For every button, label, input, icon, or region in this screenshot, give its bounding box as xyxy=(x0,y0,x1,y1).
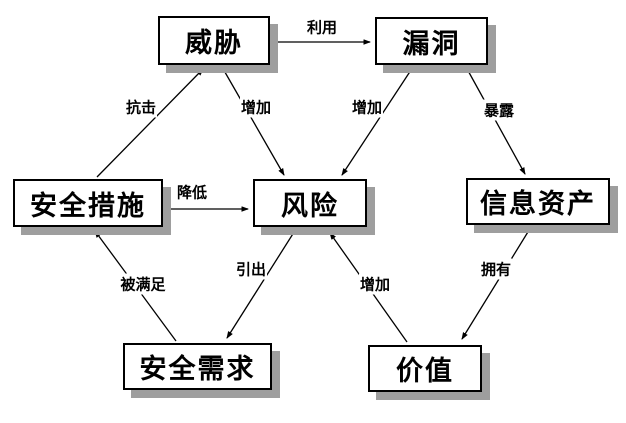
edge-information-assets-value-line xyxy=(461,226,532,340)
edge-risk-security-requirements-line xyxy=(226,228,297,339)
node-vulnerability: 漏洞 xyxy=(375,17,488,65)
node-security-requirements: 安全需求 xyxy=(123,343,272,390)
edge-label-expose: 暴露 xyxy=(482,99,516,121)
edge-label-reduce: 降低 xyxy=(175,181,209,203)
edge-label-exploit: 利用 xyxy=(305,16,339,38)
edge-label-derive: 引出 xyxy=(234,258,268,280)
edge-label-increase-value: 增加 xyxy=(358,273,392,295)
edge-vulnerability-risk-line xyxy=(341,66,414,176)
edge-label-increase-threat: 增加 xyxy=(239,96,273,118)
node-threat: 威胁 xyxy=(158,16,270,65)
edge-label-counter: 抗击 xyxy=(124,96,158,118)
node-value: 价值 xyxy=(368,345,482,392)
node-security-measures: 安全措施 xyxy=(13,179,163,227)
edge-security-measures-threat-line xyxy=(96,68,204,178)
edge-label-be-satisfied: 被满足 xyxy=(119,273,167,295)
edge-label-increase-vulnerability: 增加 xyxy=(350,96,384,118)
edge-vulnerability-information-assets-line xyxy=(465,66,526,175)
edge-label-possess: 拥有 xyxy=(479,258,513,280)
node-information-assets: 信息资产 xyxy=(466,178,610,225)
node-risk: 风险 xyxy=(253,179,367,227)
edge-threat-risk-line xyxy=(221,66,285,176)
